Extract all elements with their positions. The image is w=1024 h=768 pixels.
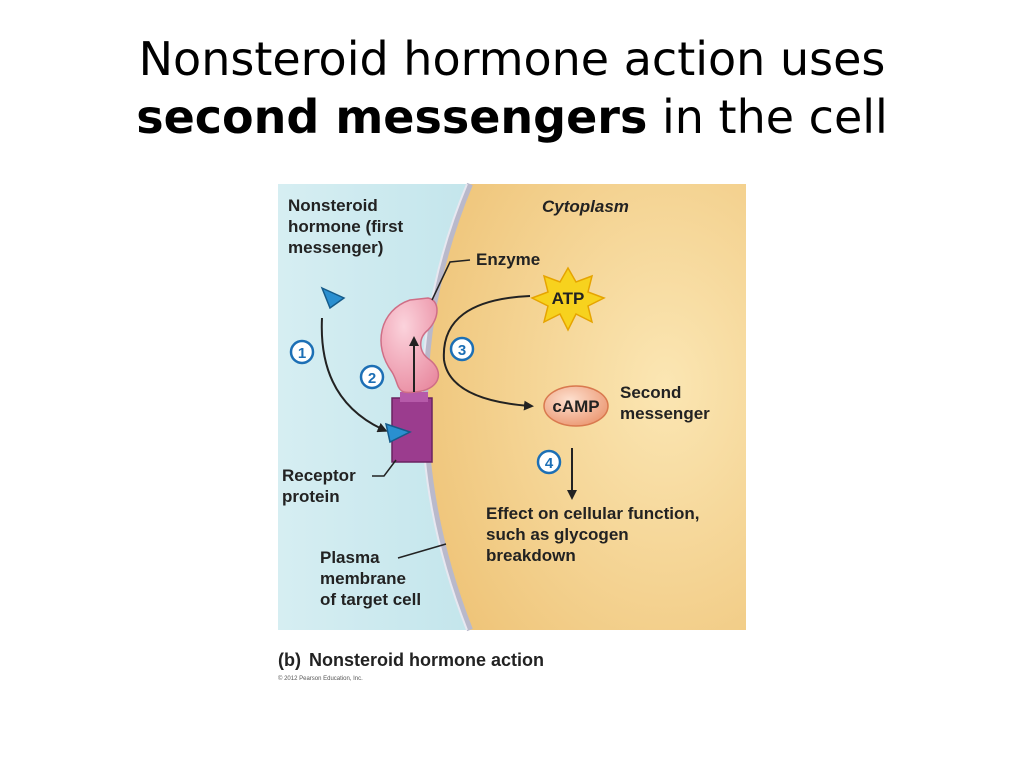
- figure-caption: (b)Nonsteroid hormone action: [278, 650, 544, 670]
- effect-label: Effect on cellular function, such as gly…: [486, 504, 704, 565]
- receptor-protein: [384, 392, 433, 463]
- step-3-arrow: [442, 295, 534, 411]
- enzyme-label: Enzyme: [476, 250, 540, 269]
- svg-text:2: 2: [368, 370, 376, 387]
- receptor-leader-line: [372, 459, 397, 477]
- svg-text:3: 3: [458, 342, 466, 359]
- svg-text:1: 1: [298, 345, 306, 362]
- hormone-label: Nonsteroid hormone (first messenger): [288, 196, 408, 257]
- copyright-notice: © 2012 Pearson Education, Inc.: [278, 675, 363, 682]
- receptor-label: Receptor protein: [282, 466, 360, 506]
- camp-molecule: cAMP: [543, 385, 609, 427]
- svg-text:4: 4: [545, 455, 554, 472]
- title-bold-term: second messengers: [136, 90, 648, 144]
- title-line-2-rest: in the cell: [647, 90, 888, 144]
- title-line-1: Nonsteroid hormone action uses: [138, 32, 886, 86]
- hormone-molecule: [320, 286, 346, 310]
- enzyme-leader-line: [431, 259, 471, 301]
- bound-hormone: [384, 422, 412, 444]
- second-messenger-label: Second messenger: [620, 383, 710, 423]
- step-badge-4: 4: [536, 449, 562, 475]
- title-line-2: second messengers in the cell: [0, 88, 1024, 146]
- svg-text:cAMP: cAMP: [552, 397, 599, 416]
- slide-title: Nonsteroid hormone action uses second me…: [0, 30, 1024, 146]
- step-badge-3: 3: [449, 336, 475, 362]
- step-badge-1: 1: [289, 339, 315, 365]
- atp-molecule: ATP: [530, 266, 606, 332]
- cytoplasm-label: Cytoplasm: [542, 197, 629, 216]
- step-1-arrow: [320, 317, 388, 433]
- step-badge-2: 2: [359, 364, 385, 390]
- svg-text:ATP: ATP: [552, 289, 585, 308]
- membrane-leader-line: [397, 543, 447, 559]
- membrane-label: Plasma membrane of target cell: [320, 548, 421, 609]
